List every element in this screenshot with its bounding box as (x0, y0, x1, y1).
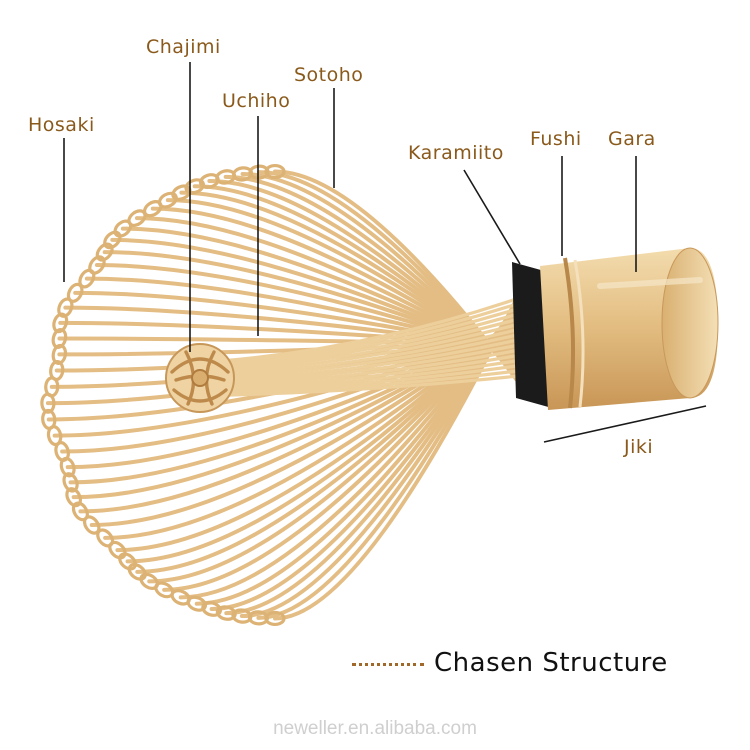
hosaki-loop (127, 562, 147, 581)
caption-text: Chasen Structure (434, 648, 668, 678)
label-uchiho: Uchiho (222, 90, 291, 112)
hosaki-loop (157, 191, 178, 209)
watermark: neweller.en.alibaba.com (273, 718, 477, 739)
inner-tine (222, 293, 530, 363)
inner-tine (222, 373, 530, 397)
hosaki-loop (71, 501, 89, 522)
hosaki-loops (40, 163, 286, 627)
inner-tine (224, 298, 530, 365)
inner-tine (227, 309, 530, 369)
karamiito-leader (463, 169, 521, 265)
hosaki-loop (88, 255, 106, 275)
hosaki-loop (201, 601, 223, 617)
inner-tine (229, 346, 530, 387)
hosaki-loop (49, 359, 65, 382)
inner-tine (228, 352, 530, 389)
label-fushi: Fushi (530, 128, 582, 150)
hosaki-loop (184, 178, 205, 195)
caption: Chasen Structure (352, 648, 668, 678)
inner-tine (225, 362, 530, 394)
caption-dots (352, 662, 424, 666)
hosaki-loop (264, 163, 286, 180)
hosaki-loop (52, 312, 69, 334)
hosaki-loop (103, 230, 122, 250)
hosaki-loop (139, 572, 160, 590)
inner-tine (224, 368, 530, 396)
hosaki-loop (118, 552, 137, 571)
leader-lines (63, 62, 707, 443)
label-sotoho: Sotoho (294, 64, 364, 86)
inner-tines (222, 293, 530, 397)
label-chajimi: Chajimi (146, 36, 221, 58)
handle-jiki (540, 247, 719, 410)
inner-tine (230, 330, 530, 379)
label-karamiito: Karamiito (408, 142, 504, 164)
outer-tine (103, 306, 530, 540)
inner-tine (230, 325, 530, 376)
inner-tine (230, 341, 530, 384)
inner-tine (227, 357, 530, 391)
chajimi-knot (165, 343, 235, 413)
label-hosaki: Hosaki (28, 114, 95, 136)
label-jiki: Jiki (624, 436, 654, 458)
inner-tine (225, 304, 530, 367)
jiki-leader (543, 405, 707, 443)
inner-tine (228, 314, 530, 371)
hosaki-loop (215, 605, 237, 621)
hosaki-loop (231, 608, 253, 624)
inner-tine (230, 336, 530, 381)
outer-tine (178, 289, 530, 600)
label-gara: Gara (608, 128, 656, 150)
hosaki-loop (41, 408, 57, 431)
hosaki-loop (95, 242, 114, 262)
inner-tine (229, 320, 530, 374)
